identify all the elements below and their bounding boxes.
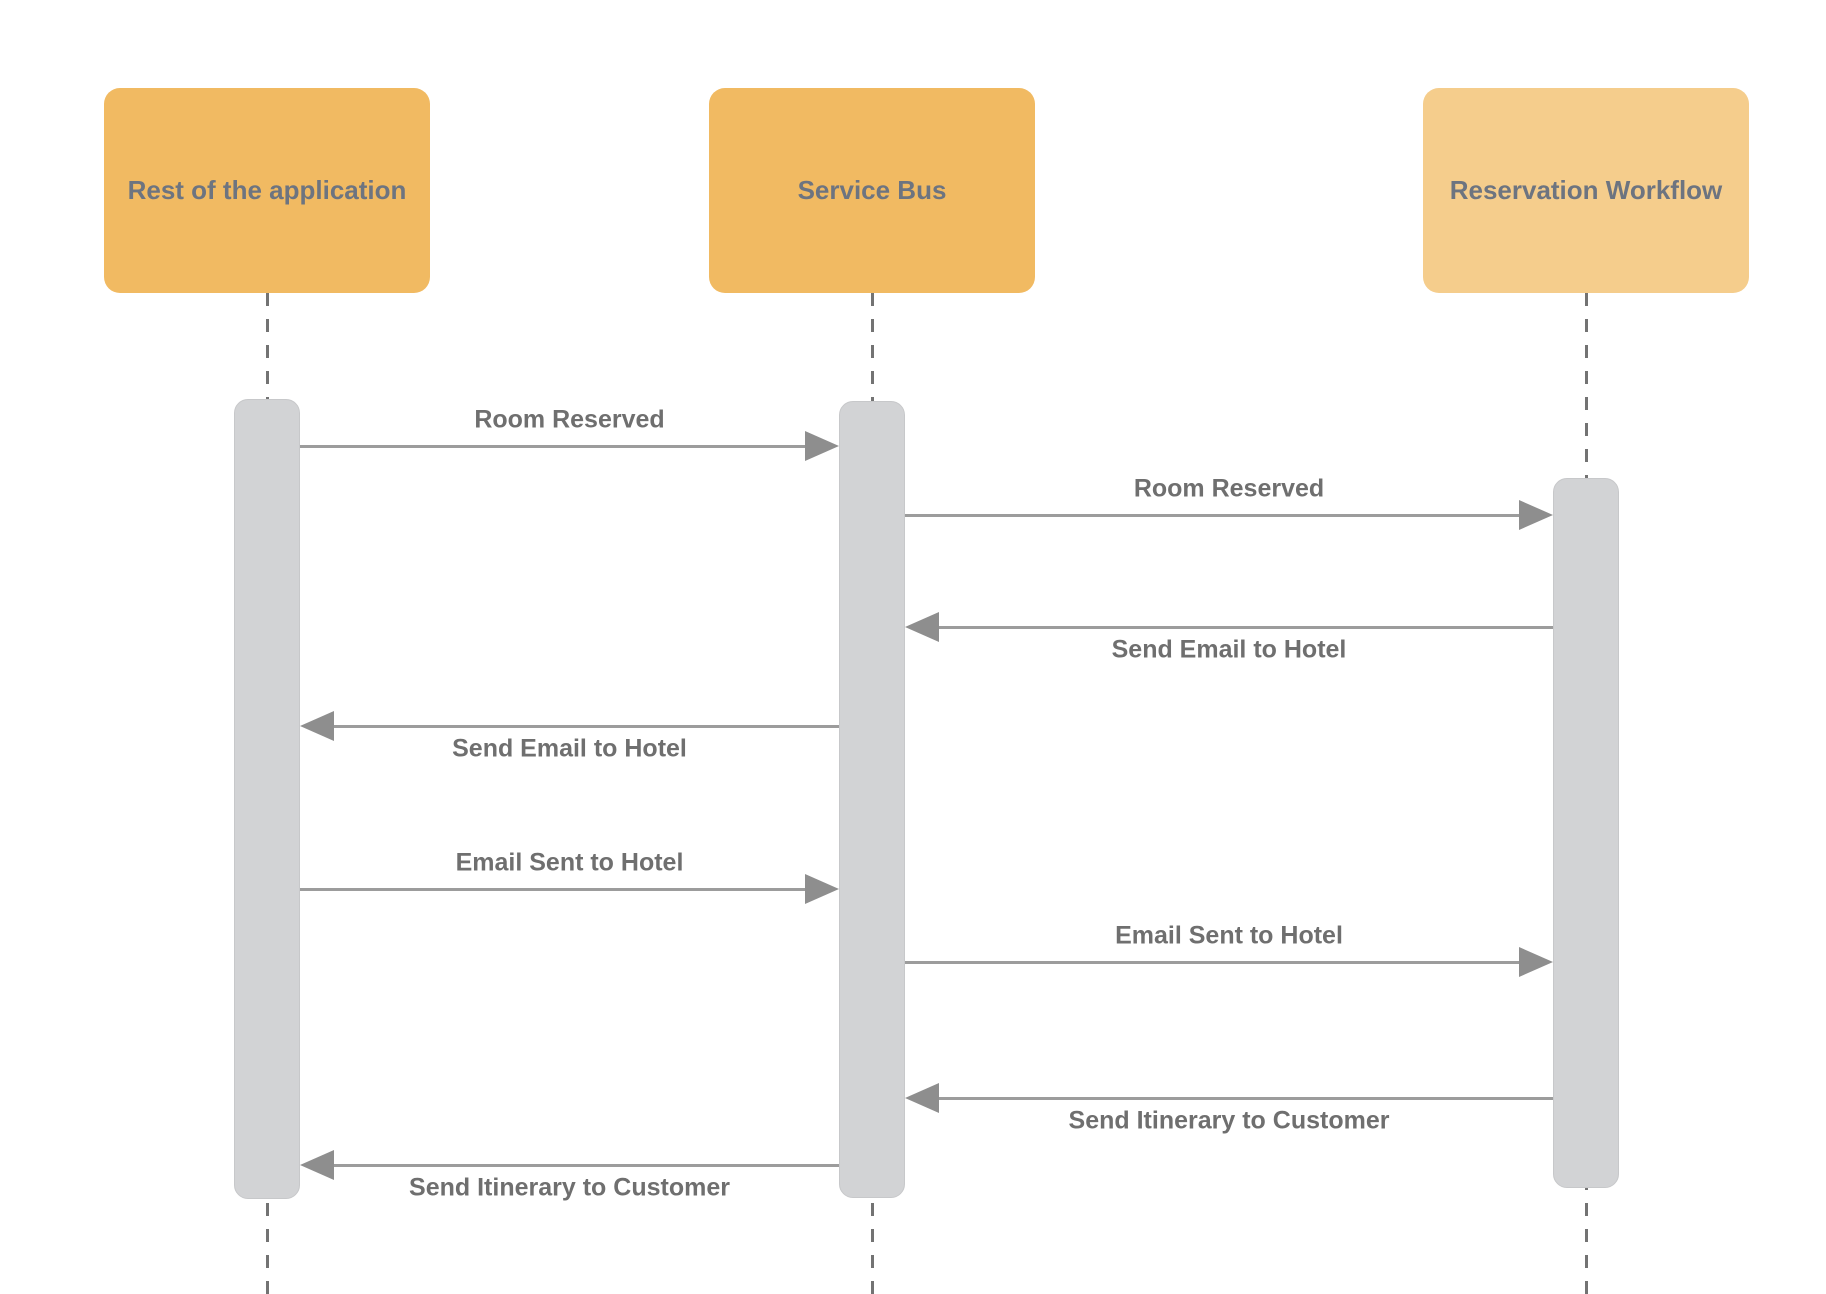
actor-label-workflow: Reservation Workflow bbox=[1449, 175, 1723, 205]
message-arrow-line bbox=[334, 724, 839, 728]
message-arrow-line bbox=[939, 625, 1553, 629]
message-label: Email Sent to Hotel bbox=[455, 848, 684, 877]
arrowhead-left-icon bbox=[905, 612, 939, 642]
arrowhead-left-icon bbox=[300, 711, 334, 741]
message-arrow-line bbox=[334, 1163, 839, 1167]
activation-bar-bus bbox=[839, 401, 905, 1198]
message-arrow-line bbox=[300, 444, 805, 448]
message-label: Email Sent to Hotel bbox=[1115, 921, 1343, 950]
arrowhead-right-icon bbox=[1519, 500, 1553, 530]
actor-label-rest: Rest of the application bbox=[127, 175, 407, 205]
actor-box-workflow: Reservation Workflow bbox=[1423, 88, 1749, 293]
activation-bar-rest bbox=[234, 399, 300, 1199]
message-label: Send Itinerary to Customer bbox=[409, 1173, 730, 1202]
actor-label-bus: Service Bus bbox=[797, 175, 947, 205]
arrowhead-right-icon bbox=[1519, 947, 1553, 977]
message-label: Send Email to Hotel bbox=[1111, 635, 1347, 664]
message-label: Send Email to Hotel bbox=[452, 734, 687, 763]
actor-box-rest: Rest of the application bbox=[104, 88, 430, 293]
activation-bar-workflow bbox=[1553, 478, 1619, 1188]
message-arrow-line bbox=[905, 513, 1519, 517]
message-label: Send Itinerary to Customer bbox=[1068, 1106, 1390, 1135]
arrowhead-left-icon bbox=[905, 1083, 939, 1113]
arrowhead-right-icon bbox=[805, 431, 839, 461]
arrowhead-right-icon bbox=[805, 874, 839, 904]
message-arrow-line bbox=[300, 887, 805, 891]
arrowhead-left-icon bbox=[300, 1150, 334, 1180]
actor-box-bus: Service Bus bbox=[709, 88, 1035, 293]
message-arrow-line bbox=[905, 960, 1519, 964]
message-arrow-line bbox=[939, 1096, 1553, 1100]
message-label: Room Reserved bbox=[474, 405, 665, 434]
message-label: Room Reserved bbox=[1133, 474, 1325, 503]
